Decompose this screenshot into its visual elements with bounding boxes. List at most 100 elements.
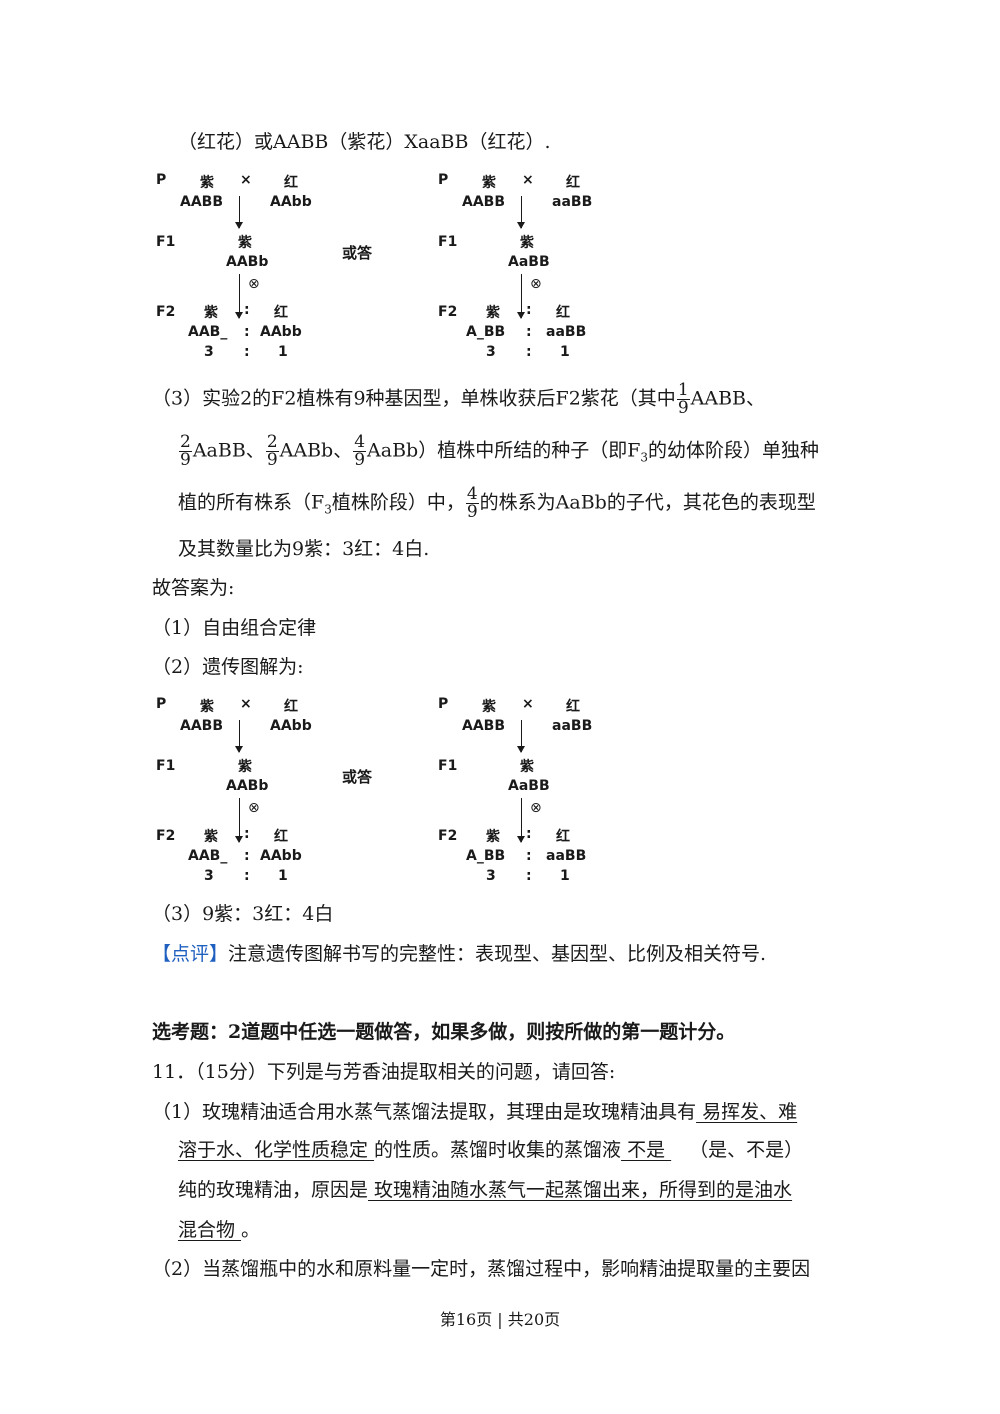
down-arrow bbox=[517, 798, 525, 843]
p-label: P bbox=[438, 172, 449, 188]
f2-right-pheno: 红 bbox=[274, 305, 288, 321]
q11-p1-line1: （1）玫瑰精油适合用水蒸气蒸馏法提取，其理由是玫瑰精油具有 易挥发、难 bbox=[152, 1100, 797, 1124]
f2-right-genotype: aaBB bbox=[546, 324, 587, 340]
f2-colon: : bbox=[244, 826, 250, 842]
f2-right-genotype: AAbb bbox=[260, 848, 302, 864]
f2-colon: : bbox=[244, 324, 250, 340]
f2-left-pheno: 紫 bbox=[486, 829, 500, 845]
q11-stem: 11．（15分）下列是与芳香油提取相关的问题，请回答: bbox=[152, 1061, 616, 1083]
numerator: 1 bbox=[676, 380, 690, 400]
genetic-diagram-1: P 紫 × 红 AABB AAbb F1 紫 AABb ⊗ F2 紫 : 红 A… bbox=[152, 168, 622, 368]
denominator: 9 bbox=[180, 450, 191, 470]
text: （1）玫瑰精油适合用水蒸气蒸馏法提取，其理由是玫瑰精油具有 bbox=[152, 1101, 697, 1123]
down-arrow bbox=[235, 798, 243, 843]
text: AABb、 bbox=[279, 439, 353, 462]
f2-left-genotype: A_BB bbox=[466, 848, 506, 864]
cross-left: P 紫 × 红 AABB AAbb F1 紫 AABb ⊗ F2 紫 : 红 A… bbox=[152, 168, 352, 368]
p-label: P bbox=[156, 172, 167, 188]
f2-left-pheno: 紫 bbox=[204, 829, 218, 845]
ratio-colon: : bbox=[244, 868, 250, 884]
f2-colon: : bbox=[526, 324, 532, 340]
cross-left: P 紫 × 红 AABB AAbb F1 紫 AABb ⊗ F2 紫 : 红 A… bbox=[152, 692, 352, 892]
or-label: 或答 bbox=[342, 244, 373, 262]
selfing-symbol: ⊗ bbox=[248, 800, 260, 816]
page-footer: 第16页 | 共20页 bbox=[439, 1310, 561, 1329]
text: 植株阶段）中， bbox=[331, 491, 465, 514]
selfing-symbol: ⊗ bbox=[248, 276, 260, 292]
f1-phenotype: 紫 bbox=[520, 235, 534, 251]
f1-label: F1 bbox=[156, 234, 176, 250]
f1-genotype: AaBB bbox=[508, 778, 550, 794]
denominator: 9 bbox=[677, 398, 689, 418]
q11-p2-line1: （2）当蒸馏瓶中的水和原料量一定时，蒸馏过程中，影响精油提取量的主要因 bbox=[152, 1258, 811, 1280]
cross-symbol: × bbox=[240, 172, 252, 188]
f2-left-genotype: AAB_ bbox=[188, 848, 228, 864]
p-left-genotype: AABB bbox=[180, 194, 224, 210]
p-left-genotype: AABB bbox=[462, 194, 506, 210]
q11-p1-line3: 纯的玫瑰精油，原因是 玫瑰精油随水蒸气一起蒸馏出来，所得到的是油水 bbox=[178, 1178, 792, 1202]
p-right-pheno: 红 bbox=[284, 699, 298, 715]
f2-left-pheno: 紫 bbox=[204, 305, 218, 321]
f2-right-genotype: aaBB bbox=[546, 848, 587, 864]
p-right-genotype: AAbb bbox=[270, 194, 312, 210]
text: 。 bbox=[241, 1219, 261, 1241]
subscript: 3 bbox=[640, 450, 649, 465]
p-right-genotype: aaBB bbox=[552, 718, 593, 734]
f1-phenotype: 紫 bbox=[238, 759, 252, 775]
text: AaBB、 bbox=[192, 439, 265, 462]
p-label: P bbox=[156, 696, 167, 712]
f1-label: F1 bbox=[438, 234, 458, 250]
q11-p1-line4: 混合物 。 bbox=[178, 1218, 260, 1242]
text: AaBb）植株中所结的种子（即F bbox=[367, 439, 641, 462]
subscript: 3 bbox=[324, 502, 332, 517]
p-right-genotype: AAbb bbox=[270, 718, 312, 734]
p-right-pheno: 红 bbox=[566, 699, 580, 715]
denominator: 9 bbox=[354, 450, 366, 470]
f2-left-pheno: 紫 bbox=[486, 305, 500, 321]
f2-right-pheno: 红 bbox=[556, 829, 570, 845]
f2-colon: : bbox=[526, 302, 532, 318]
ratio-left: 3 bbox=[204, 344, 214, 360]
f2-label: F2 bbox=[438, 304, 458, 320]
ratio-left: 3 bbox=[486, 344, 496, 360]
f2-right-pheno: 红 bbox=[274, 829, 288, 845]
cross-symbol: × bbox=[522, 172, 534, 188]
answer-blank: 易挥发、难 bbox=[696, 1101, 798, 1123]
text: 的株系为AaBb的子代，其花色的表现型 bbox=[479, 491, 816, 514]
p-left-pheno: 紫 bbox=[482, 699, 496, 715]
p-right-pheno: 红 bbox=[284, 175, 298, 191]
answer-2: （2）遗传图解为: bbox=[152, 656, 304, 678]
f2-left-genotype: AAB_ bbox=[188, 324, 228, 340]
f2-label: F2 bbox=[156, 828, 176, 844]
f2-right-pheno: 红 bbox=[556, 305, 570, 321]
ratio-right: 1 bbox=[560, 344, 570, 360]
f2-label: F2 bbox=[438, 828, 458, 844]
cross-right: P 紫 × 红 AABB aaBB F1 紫 AaBB ⊗ F2 紫 : 红 A… bbox=[434, 168, 634, 368]
down-arrow bbox=[517, 274, 525, 319]
text: 纯的玫瑰精油，原因是 bbox=[178, 1179, 369, 1201]
comment-text: 注意遗传图解书写的完整性：表现型、基因型、比例及相关符号. bbox=[228, 943, 767, 965]
p-label: P bbox=[438, 696, 449, 712]
answer-3: （3）9紫：3红：4白 bbox=[152, 903, 334, 925]
comment-tag: 【点评】 bbox=[152, 943, 229, 965]
down-arrow bbox=[235, 720, 243, 753]
denominator: 9 bbox=[266, 450, 278, 470]
p-right-genotype: aaBB bbox=[552, 194, 593, 210]
p-left-pheno: 紫 bbox=[482, 175, 496, 191]
cross-right: P 紫 × 红 AABB aaBB F1 紫 AaBB ⊗ F2 紫 : 红 A… bbox=[434, 692, 634, 892]
f2-colon: : bbox=[244, 848, 250, 864]
q11-p1-line2: 溶于水、化学性质稳定 的性质。蒸馏时收集的蒸馏液 不是 （是、不是） bbox=[178, 1138, 803, 1162]
text: AABB、 bbox=[690, 387, 766, 410]
f2-right-genotype: AAbb bbox=[260, 324, 302, 340]
ratio-left: 3 bbox=[486, 868, 496, 884]
f1-label: F1 bbox=[156, 758, 176, 774]
f1-phenotype: 紫 bbox=[520, 759, 534, 775]
elective-heading: 选考题：2道题中任选一题做答，如果多做，则按所做的第一题计分。 bbox=[152, 1021, 736, 1043]
cross-symbol: × bbox=[240, 696, 252, 712]
comment: 【点评】注意遗传图解书写的完整性：表现型、基因型、比例及相关符号. bbox=[152, 942, 766, 966]
